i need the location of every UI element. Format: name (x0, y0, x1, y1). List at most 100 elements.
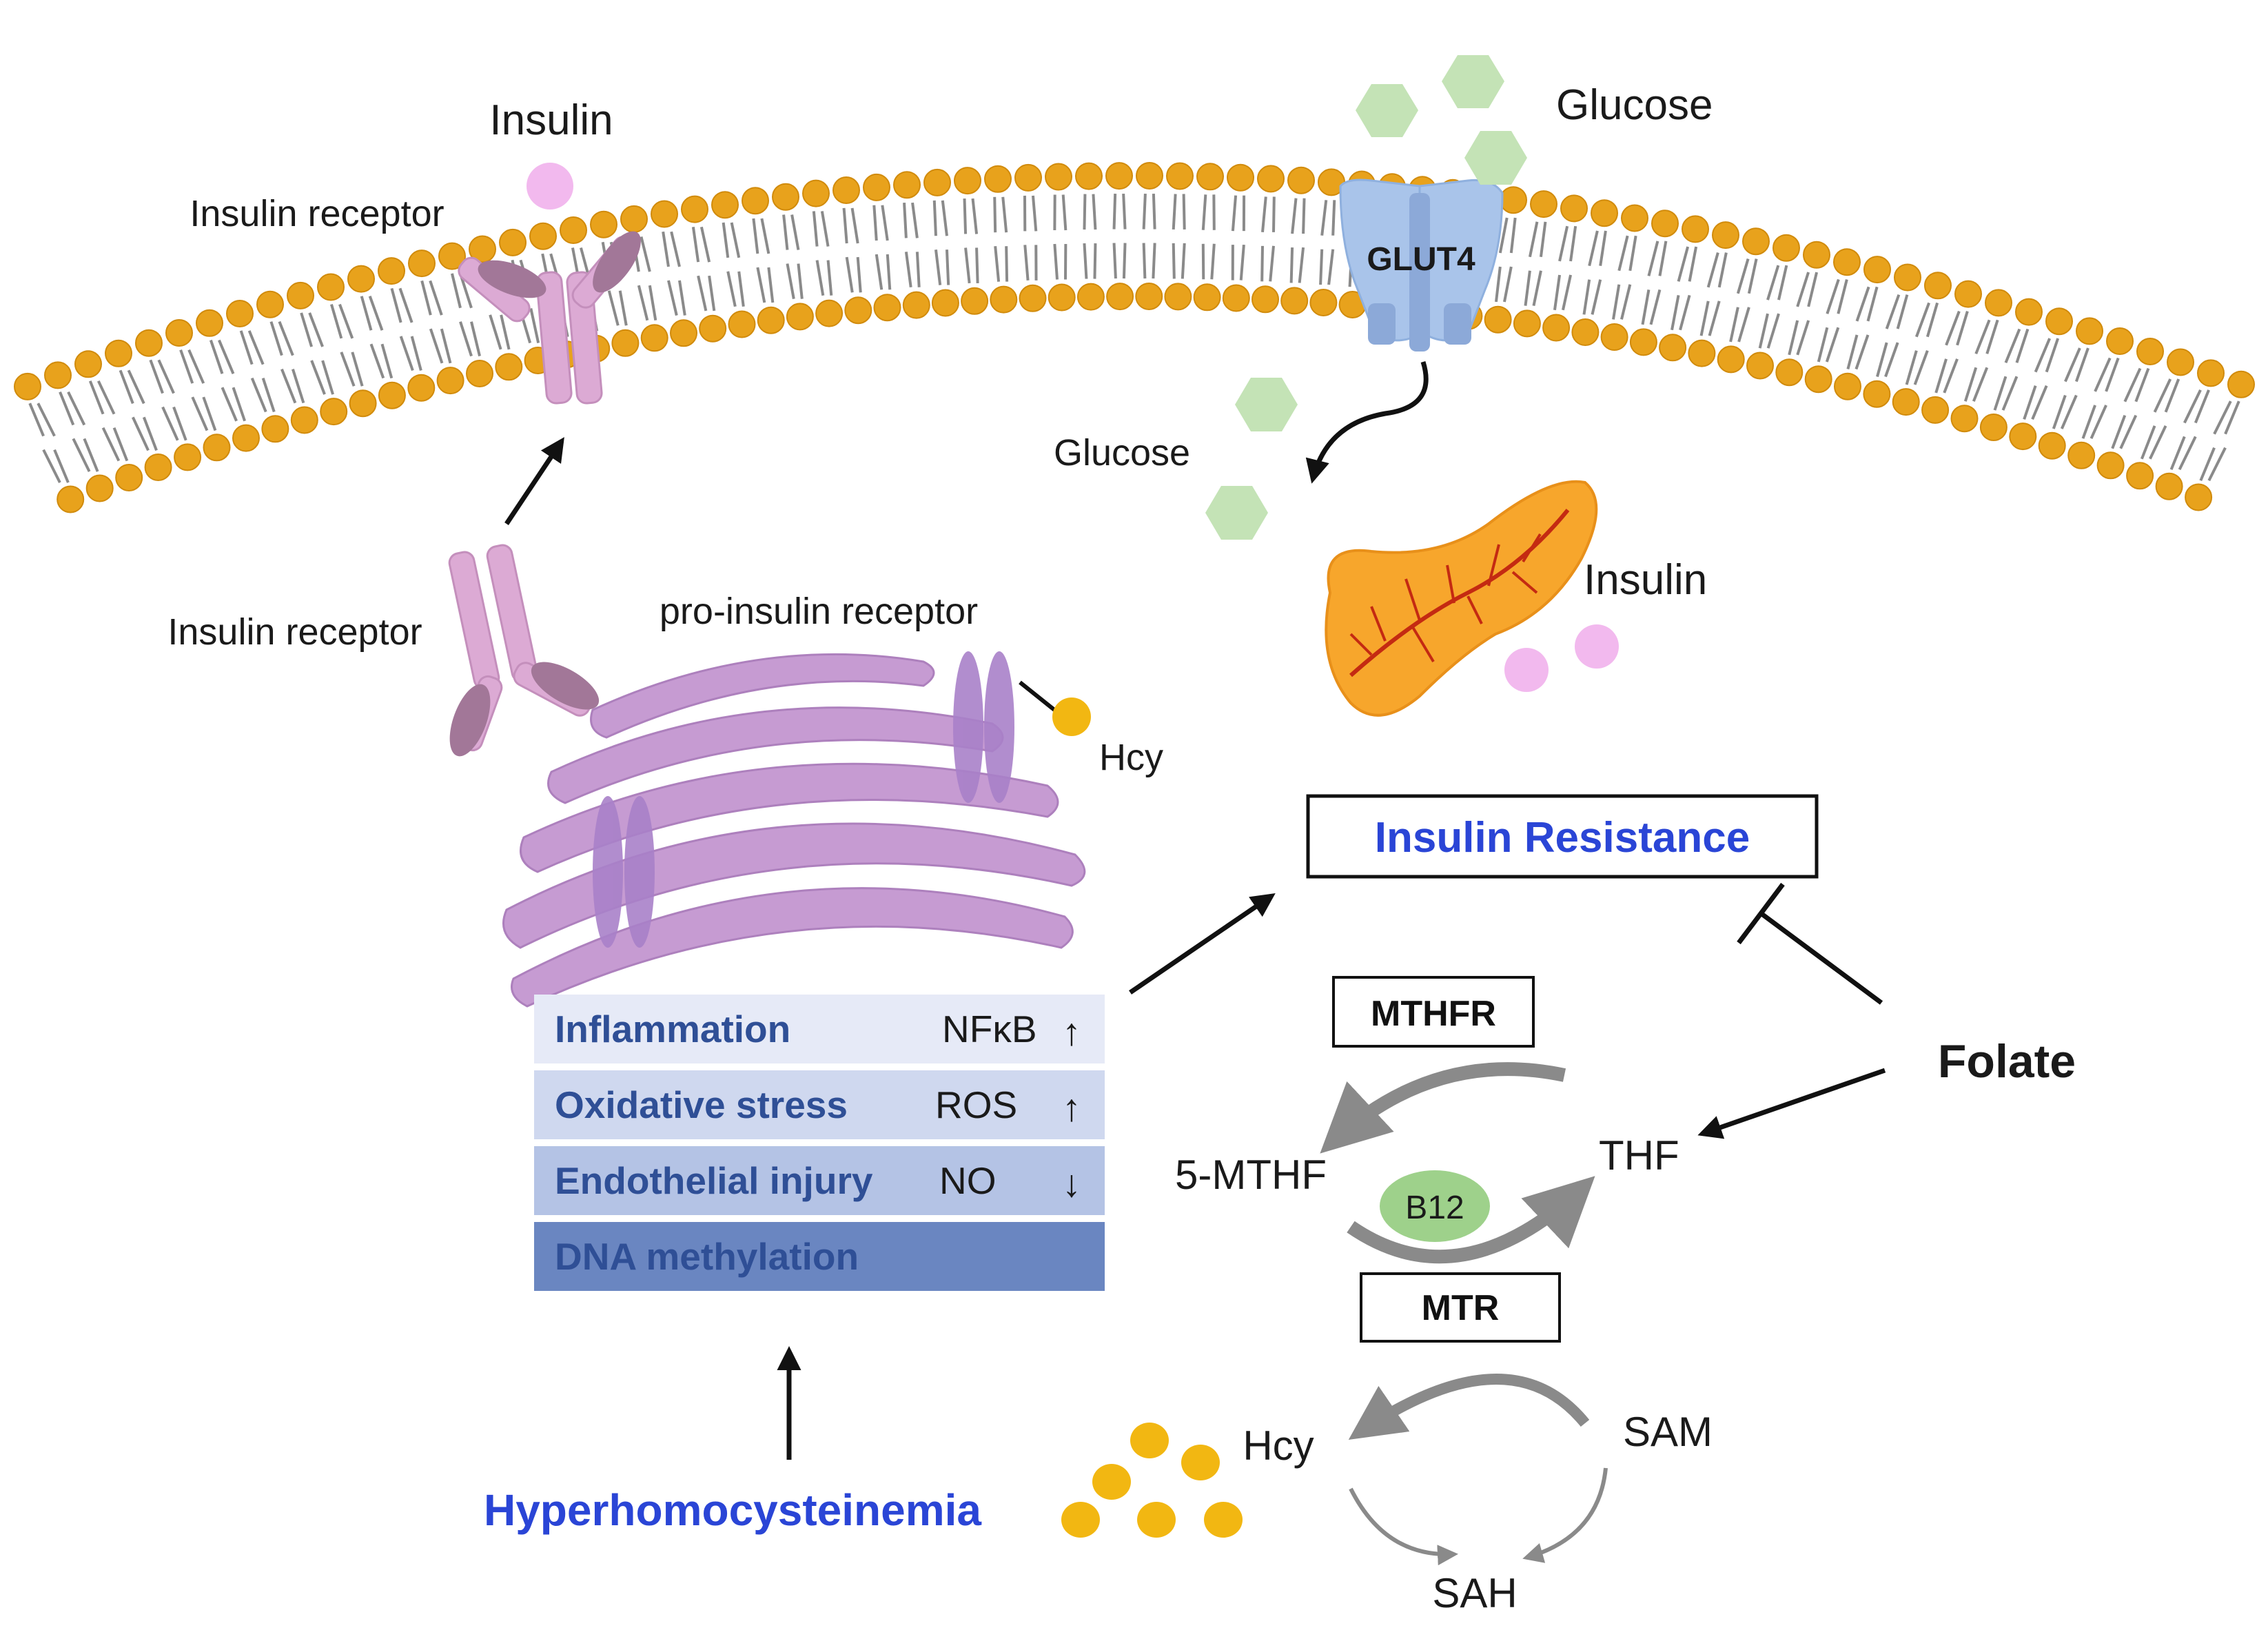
lipid-head (436, 367, 464, 395)
lipid-head (290, 406, 318, 434)
lipid-tail (993, 196, 1009, 282)
lipid-tail (1289, 198, 1306, 283)
lipid-head (1280, 287, 1309, 315)
lipid-tail (1699, 252, 1728, 336)
lipid-head (2167, 348, 2194, 376)
glucose-inside-label: Glucose (1054, 432, 1190, 473)
hyperhomocysteinemia-label: Hyperhomocysteinemia (484, 1485, 981, 1535)
lipid-head (1560, 194, 1588, 223)
lipid-head (1309, 289, 1338, 316)
lipid-head (1222, 284, 1250, 312)
lipid-tail (2111, 367, 2150, 449)
lipid-head (1252, 285, 1279, 314)
lipid-head (1530, 190, 1557, 218)
lipid-head (1803, 241, 1830, 269)
b12-cycle-arrow (1347, 1176, 1595, 1264)
lipid-head (2126, 462, 2154, 490)
lipid-head (1600, 323, 1628, 351)
lipid-tail (1142, 193, 1156, 279)
lipid-head (232, 424, 260, 452)
lipid-tail (1319, 200, 1336, 285)
lipid-head (347, 265, 375, 293)
lipid-tail (1876, 294, 1909, 378)
insulin-molecule (527, 163, 573, 210)
lipid-head (984, 165, 1012, 193)
lipid-head (1985, 289, 2012, 317)
lipid-tail (1494, 217, 1517, 303)
lipid-tail (1260, 196, 1276, 282)
insulin-molecule-pancreas-2 (1504, 648, 1549, 692)
lipid-head (1659, 334, 1687, 362)
lipid-head (287, 281, 314, 309)
lipid-head (466, 360, 493, 387)
lipid-tail (2199, 400, 2240, 482)
lipid-tail (1053, 194, 1067, 280)
lipid-head (1106, 283, 1134, 311)
lipid-tail (209, 339, 247, 422)
lipid-head (954, 167, 981, 195)
lipid-head (1136, 162, 1163, 190)
to-insulin-resistance-arrow (1129, 893, 1276, 995)
lipid-head (590, 210, 617, 238)
insulin-receptor-membrane (458, 231, 641, 405)
up-arrow-icon: ↑ (1062, 1010, 1081, 1053)
lipid-tail (1611, 235, 1637, 320)
lipid-head (611, 329, 640, 357)
lipid-tail (782, 214, 804, 299)
lipid-head (226, 300, 254, 327)
up-arrow-icon: ↑ (1062, 1086, 1081, 1129)
lipid-head (44, 361, 72, 389)
lipid-tail (1817, 278, 1848, 363)
lipid-tail (1201, 194, 1216, 280)
lipid-head (893, 171, 921, 199)
lipid-tail (1671, 246, 1698, 331)
sam-cycle-arrow (1348, 1374, 1590, 1440)
lipid-head (1227, 163, 1254, 192)
lipid-head (529, 222, 557, 250)
lipid-tail (722, 222, 745, 307)
lipid-head (1892, 388, 1920, 416)
lipid-tail (842, 207, 862, 293)
lipid-head (1164, 283, 1192, 311)
lipid-head (1193, 283, 1221, 312)
lipid-head (2106, 327, 2134, 355)
lipid-head (620, 205, 648, 233)
lipid-tail (1553, 225, 1577, 311)
lipid-head (438, 242, 466, 270)
lipid-head (407, 374, 436, 402)
lipid-head (2197, 359, 2225, 387)
effects-table: Inflammation NFκB ↑ Oxidative stress ROS… (534, 995, 1105, 1291)
lipid-head (1651, 210, 1679, 238)
lipid-head (1075, 162, 1103, 190)
lipid-tail (1641, 241, 1668, 325)
lipid-head (378, 257, 405, 285)
lipid-tail (390, 287, 422, 371)
b12-label: B12 (1405, 1190, 1464, 1226)
lipid-head (640, 324, 668, 352)
sam-label: SAM (1623, 1409, 1713, 1455)
lipid-head (2067, 441, 2096, 469)
glut4-label: GLUT4 (1367, 241, 1475, 278)
lipid-head (14, 372, 41, 400)
lipid-head (1742, 227, 1770, 256)
receptor-transport-arrow (504, 437, 564, 525)
lipid-head (1019, 284, 1047, 312)
lipid-head (499, 228, 527, 256)
lipid-head (408, 249, 436, 278)
lipid-tail (903, 202, 921, 287)
lipid-tail (88, 380, 129, 462)
mtr-box (1360, 1272, 1561, 1343)
lipid-head (1166, 162, 1194, 190)
lipid-tail (1582, 230, 1607, 315)
lipid-tail (1963, 319, 1999, 403)
lipid-tail (1172, 194, 1186, 279)
insulin-top-label: Insulin (489, 96, 613, 144)
glucose-uptake-arrow (1305, 360, 1429, 484)
lipid-tail (662, 231, 686, 316)
hcy-er-label: Hcy (1099, 737, 1163, 778)
table-row-marker: NFκB (942, 1008, 1037, 1050)
lipid-tail (2023, 338, 2060, 420)
lipid-head (844, 296, 872, 325)
lipid-tail (1112, 193, 1127, 279)
lipid-head (105, 339, 132, 367)
